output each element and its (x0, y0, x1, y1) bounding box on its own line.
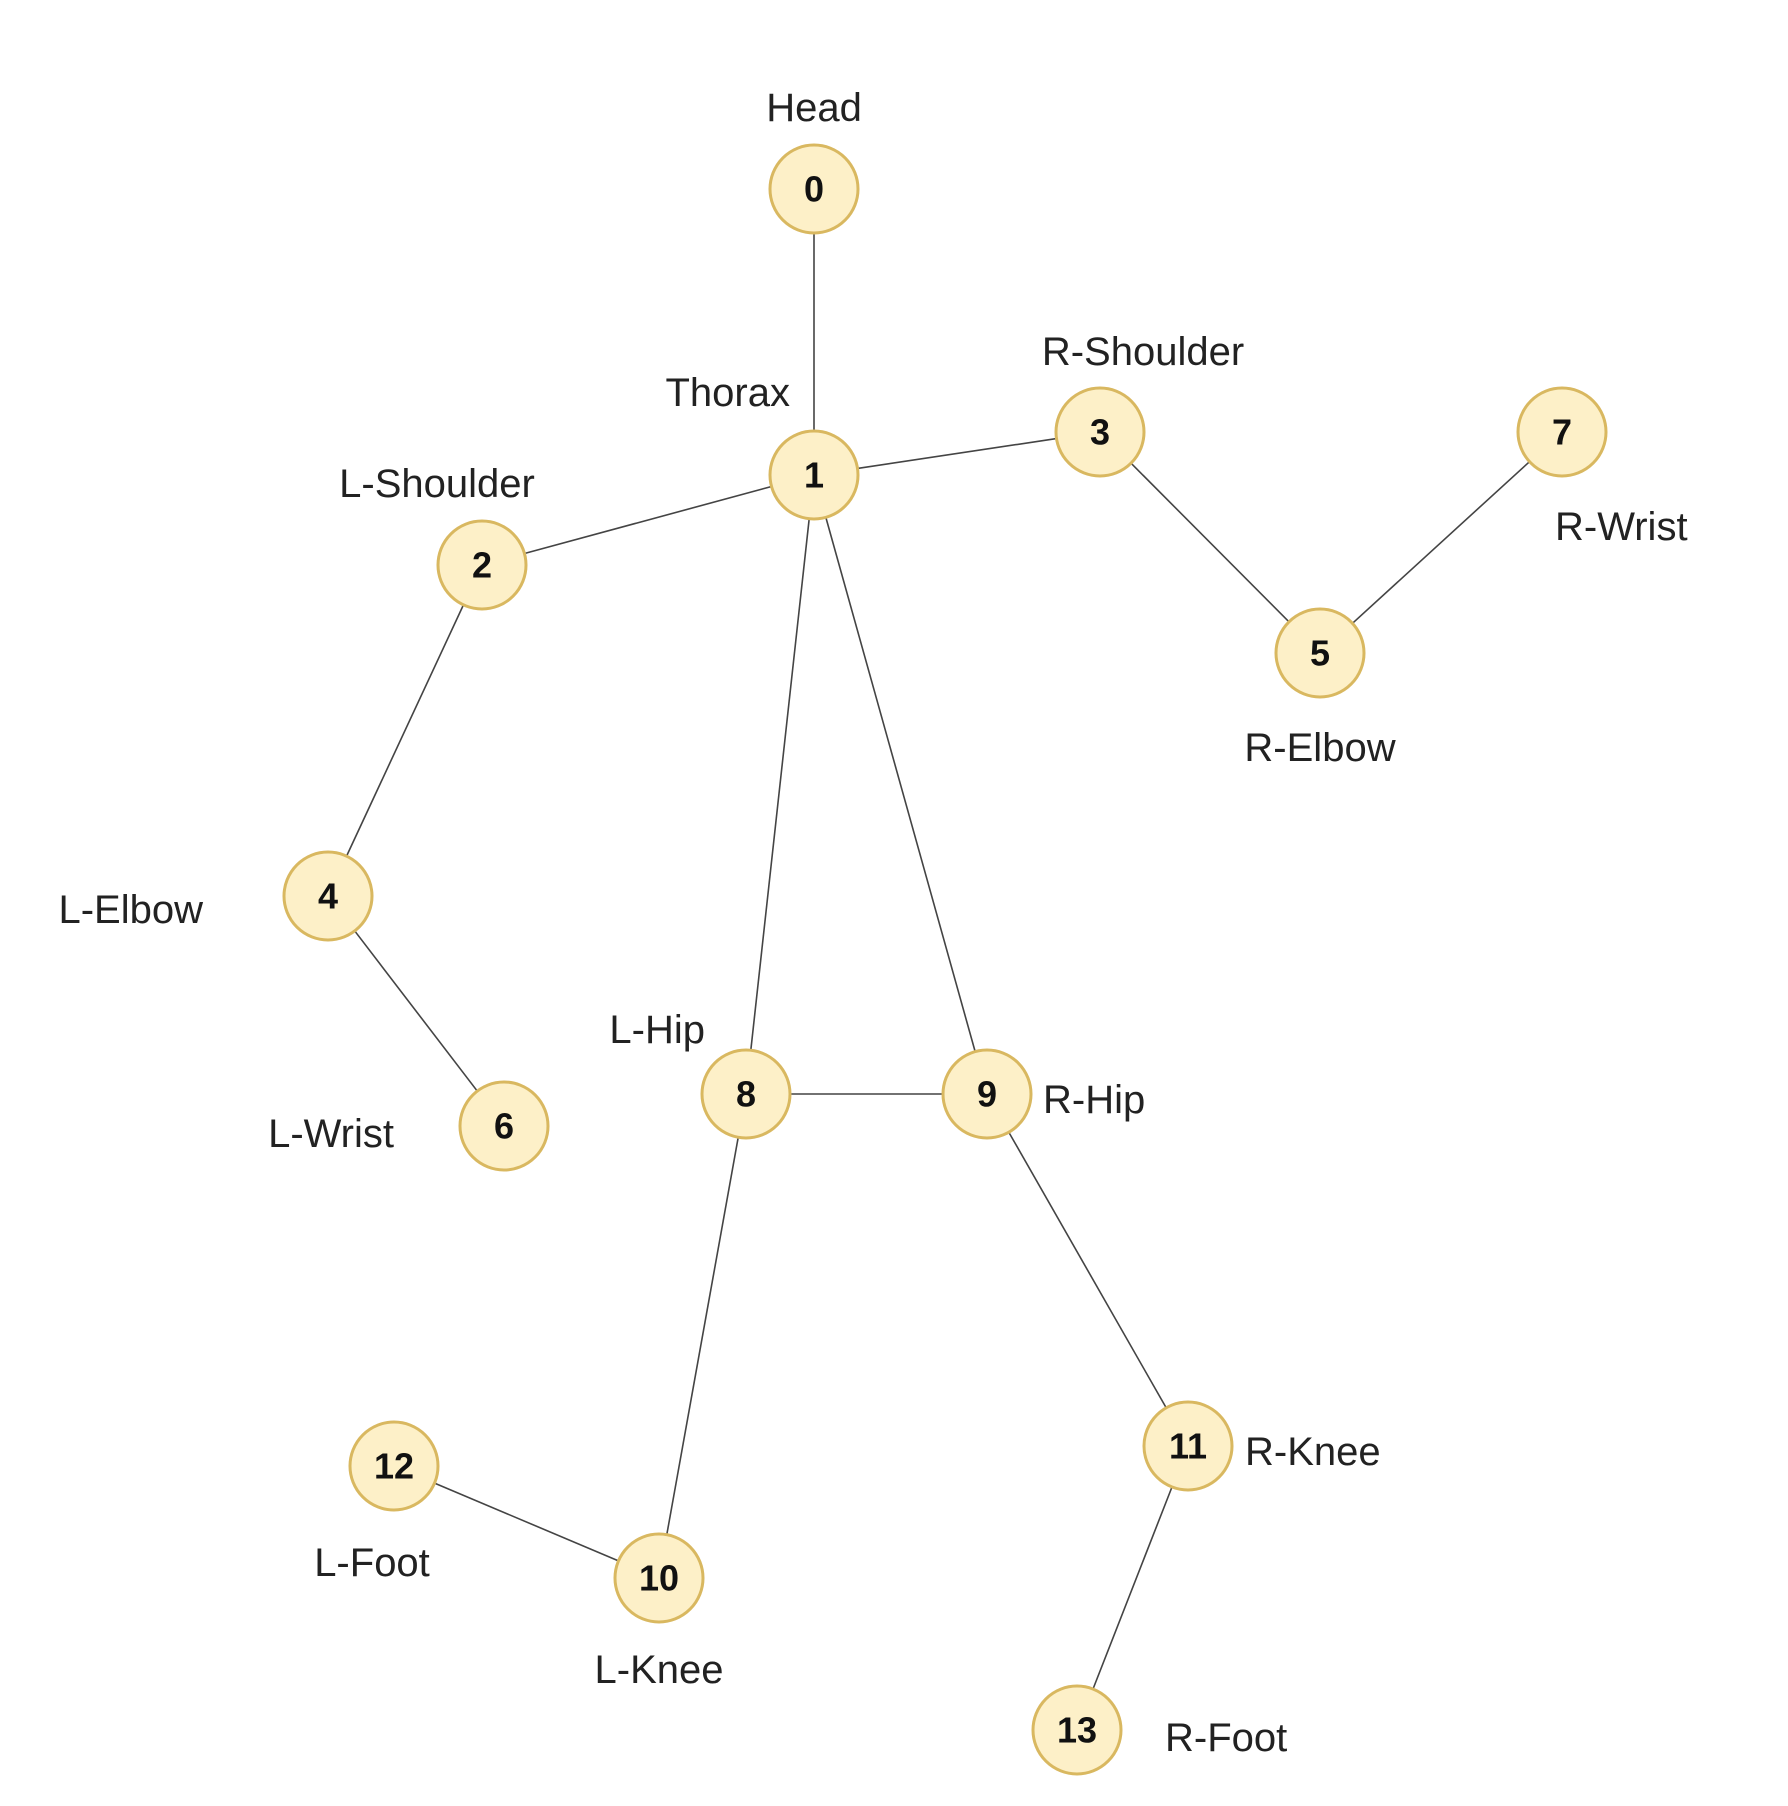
node-id-8: 8 (736, 1074, 756, 1115)
edges-layer (345, 233, 1531, 1690)
edge-1-9 (825, 517, 976, 1052)
edge-10-12 (434, 1482, 619, 1562)
node-4: 4 (282, 850, 374, 942)
node-id-13: 13 (1057, 1710, 1097, 1751)
node-circle-12 (348, 1420, 440, 1512)
node-circle-3 (1054, 386, 1146, 478)
node-label-13: R-Foot (1165, 1716, 1287, 1760)
node-1: 1 (768, 429, 860, 521)
node-label-9: R-Hip (1043, 1078, 1145, 1122)
node-id-6: 6 (494, 1106, 514, 1147)
edge-11-13 (1092, 1486, 1173, 1690)
node-5: 5 (1274, 607, 1366, 699)
node-id-1: 1 (804, 455, 824, 496)
node-2: 2 (436, 519, 528, 611)
edge-1-3 (857, 437, 1057, 470)
node-id-11: 11 (1169, 1426, 1207, 1467)
node-id-5: 5 (1310, 633, 1330, 674)
node-label-11: R-Knee (1245, 1430, 1381, 1474)
node-10: 10 (613, 1532, 705, 1624)
node-id-3: 3 (1090, 412, 1110, 453)
node-id-10: 10 (639, 1558, 679, 1599)
node-3: 3 (1054, 386, 1146, 478)
node-id-4: 4 (318, 876, 338, 917)
node-label-1: Thorax (666, 371, 791, 415)
edge-8-10 (665, 1137, 740, 1535)
node-id-2: 2 (472, 545, 492, 586)
node-label-6: L-Wrist (268, 1112, 394, 1156)
edge-3-5 (1130, 462, 1290, 623)
node-label-10: L-Knee (595, 1648, 724, 1692)
node-circle-10 (613, 1532, 705, 1624)
node-circle-0 (768, 143, 860, 235)
node-6: 6 (458, 1080, 550, 1172)
node-label-12: L-Foot (314, 1541, 430, 1585)
node-circle-9 (941, 1048, 1033, 1140)
edge-1-2 (524, 485, 772, 555)
node-circle-1 (768, 429, 860, 521)
node-circle-11 (1142, 1400, 1234, 1492)
edge-5-7 (1351, 461, 1531, 624)
node-label-0: Head (766, 86, 862, 130)
node-circle-4 (282, 850, 374, 942)
node-id-0: 0 (804, 169, 824, 210)
node-id-9: 9 (977, 1074, 997, 1115)
node-label-5: R-Elbow (1244, 726, 1395, 770)
node-id-7: 7 (1552, 412, 1572, 453)
node-label-8: L-Hip (609, 1008, 705, 1052)
node-11: 11 (1142, 1400, 1234, 1492)
node-label-7: R-Wrist (1555, 505, 1688, 549)
node-label-2: L-Shoulder (339, 462, 535, 506)
node-circle-13 (1031, 1684, 1123, 1776)
edge-4-6 (354, 930, 478, 1092)
node-8: 8 (700, 1048, 792, 1140)
node-12: 12 (348, 1420, 440, 1512)
node-circle-7 (1516, 386, 1608, 478)
node-circle-5 (1274, 607, 1366, 699)
edge-1-8 (750, 518, 810, 1051)
node-id-12: 12 (374, 1446, 414, 1487)
edge-2-4 (345, 604, 465, 857)
node-circle-2 (436, 519, 528, 611)
node-circle-8 (700, 1048, 792, 1140)
node-circle-6 (458, 1080, 550, 1172)
node-label-4: L-Elbow (58, 888, 203, 932)
edge-9-11 (1008, 1131, 1167, 1409)
node-13: 13 (1031, 1684, 1123, 1776)
node-7: 7 (1516, 386, 1608, 478)
node-9: 9 (941, 1048, 1033, 1140)
node-label-3: R-Shoulder (1042, 330, 1244, 374)
node-0: 0 (768, 143, 860, 235)
